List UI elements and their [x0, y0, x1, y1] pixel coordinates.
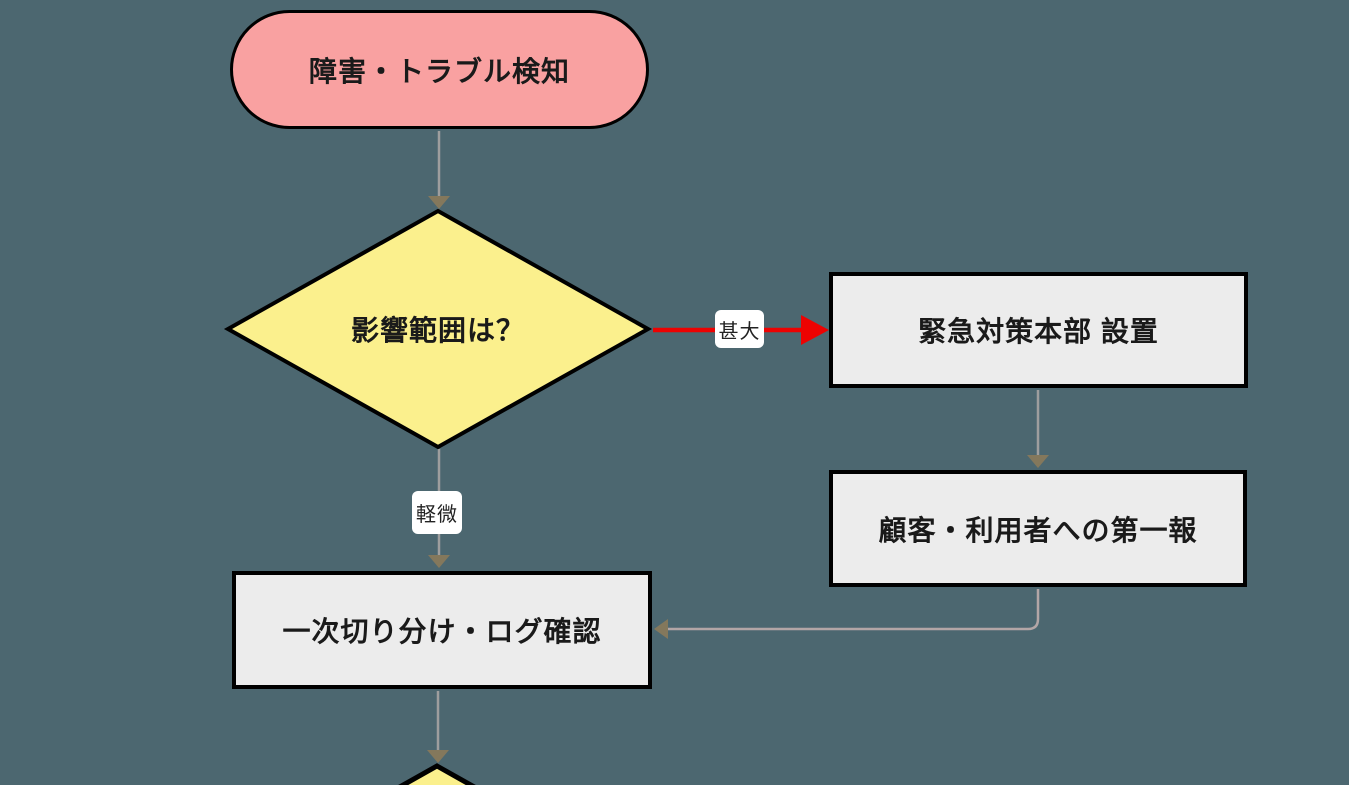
node-emergency-hq-label: 緊急対策本部 設置: [918, 316, 1159, 347]
arrowhead-down-icon: [428, 555, 450, 568]
node-first-report: 顧客・利用者への第一報: [829, 470, 1247, 587]
arrowhead-left-icon: [654, 619, 668, 639]
edge-label-severe: 甚大: [715, 310, 764, 348]
node-first-report-label: 顧客・利用者への第一報: [878, 514, 1198, 546]
node-primary-triage-label: 一次切り分け・ログ確認: [282, 616, 602, 647]
node-incident-detected-label: 障害・トラブル検知: [308, 55, 570, 87]
arrowhead-down-icon: [427, 750, 449, 763]
node-impact-scope-label: 影響範囲は？: [350, 315, 525, 346]
arrowhead-down-icon: [1027, 455, 1049, 468]
node-incident-detected: 障害・トラブル検知: [230, 10, 649, 129]
node-emergency-hq: 緊急対策本部 設置: [829, 272, 1248, 388]
edge-first-report-to-triage: [668, 589, 1040, 631]
node-primary-triage: 一次切り分け・ログ確認: [232, 571, 652, 689]
arrowhead-right-red-icon: [801, 315, 829, 345]
arrowhead-down-icon: [428, 196, 450, 209]
node-impact-scope-decision: [223, 208, 653, 450]
edge-label-minor: 軽微: [412, 491, 462, 534]
node-next-decision-partial: [398, 763, 476, 785]
